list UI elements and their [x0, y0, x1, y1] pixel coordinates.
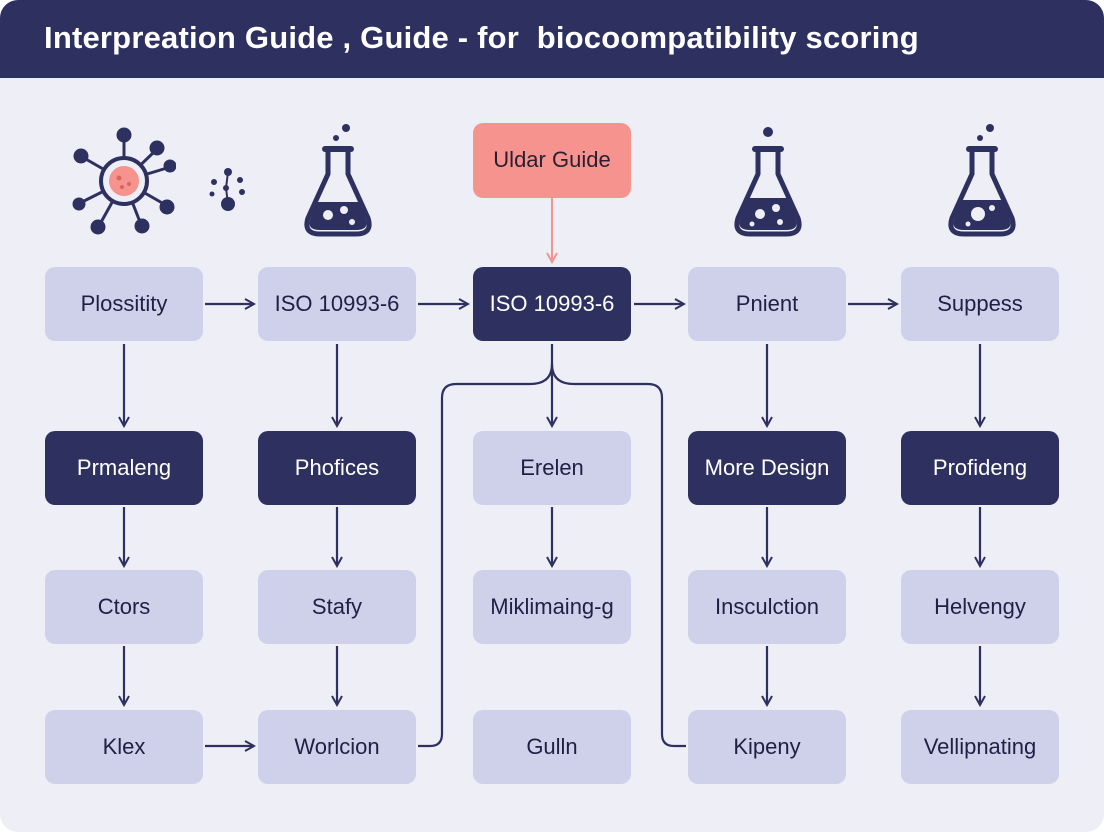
- callout-box: Uldar Guide: [473, 123, 631, 198]
- node-r1c3: ISO 10993-6: [473, 267, 631, 341]
- node-r2c5: Profideng: [901, 431, 1059, 505]
- node-r1c5: Suppess: [901, 267, 1059, 341]
- node-r2c4: More Design: [688, 431, 846, 505]
- node-r3c3: Miklimaing-g: [473, 570, 631, 644]
- node-r4c2: Worlcion: [258, 710, 416, 784]
- node-r3c4: Insculction: [688, 570, 846, 644]
- node-r3c5: Helvengy: [901, 570, 1059, 644]
- node-r3c2: Stafy: [258, 570, 416, 644]
- node-r1c4: Pnient: [688, 267, 846, 341]
- flask-icon: [730, 122, 806, 245]
- node-r4c3: Gulln: [473, 710, 631, 784]
- node-r1c2: ISO 10993-6: [258, 267, 416, 341]
- node-r1c1: Plossitity: [45, 267, 203, 341]
- molecule-icon: [206, 166, 250, 219]
- page-title: Interpreation Guide , Guide - for biocoo…: [44, 20, 919, 55]
- loop-r4c2-to-r1c3: [418, 363, 554, 748]
- virus-icon: [72, 126, 177, 241]
- node-r2c2: Phofices: [258, 431, 416, 505]
- loop-r1c3-to-r4c4: [550, 363, 686, 748]
- node-r2c3: Erelen: [473, 431, 631, 505]
- flask-icon: [300, 122, 376, 245]
- flask-icon: [944, 122, 1020, 245]
- header-bar: Interpreation Guide , Guide - for biocoo…: [0, 0, 1104, 78]
- node-r4c1: Klex: [45, 710, 203, 784]
- node-r4c4: Kipeny: [688, 710, 846, 784]
- node-r3c1: Ctors: [45, 570, 203, 644]
- node-r2c1: Prmaleng: [45, 431, 203, 505]
- node-r4c5: Vellipnating: [901, 710, 1059, 784]
